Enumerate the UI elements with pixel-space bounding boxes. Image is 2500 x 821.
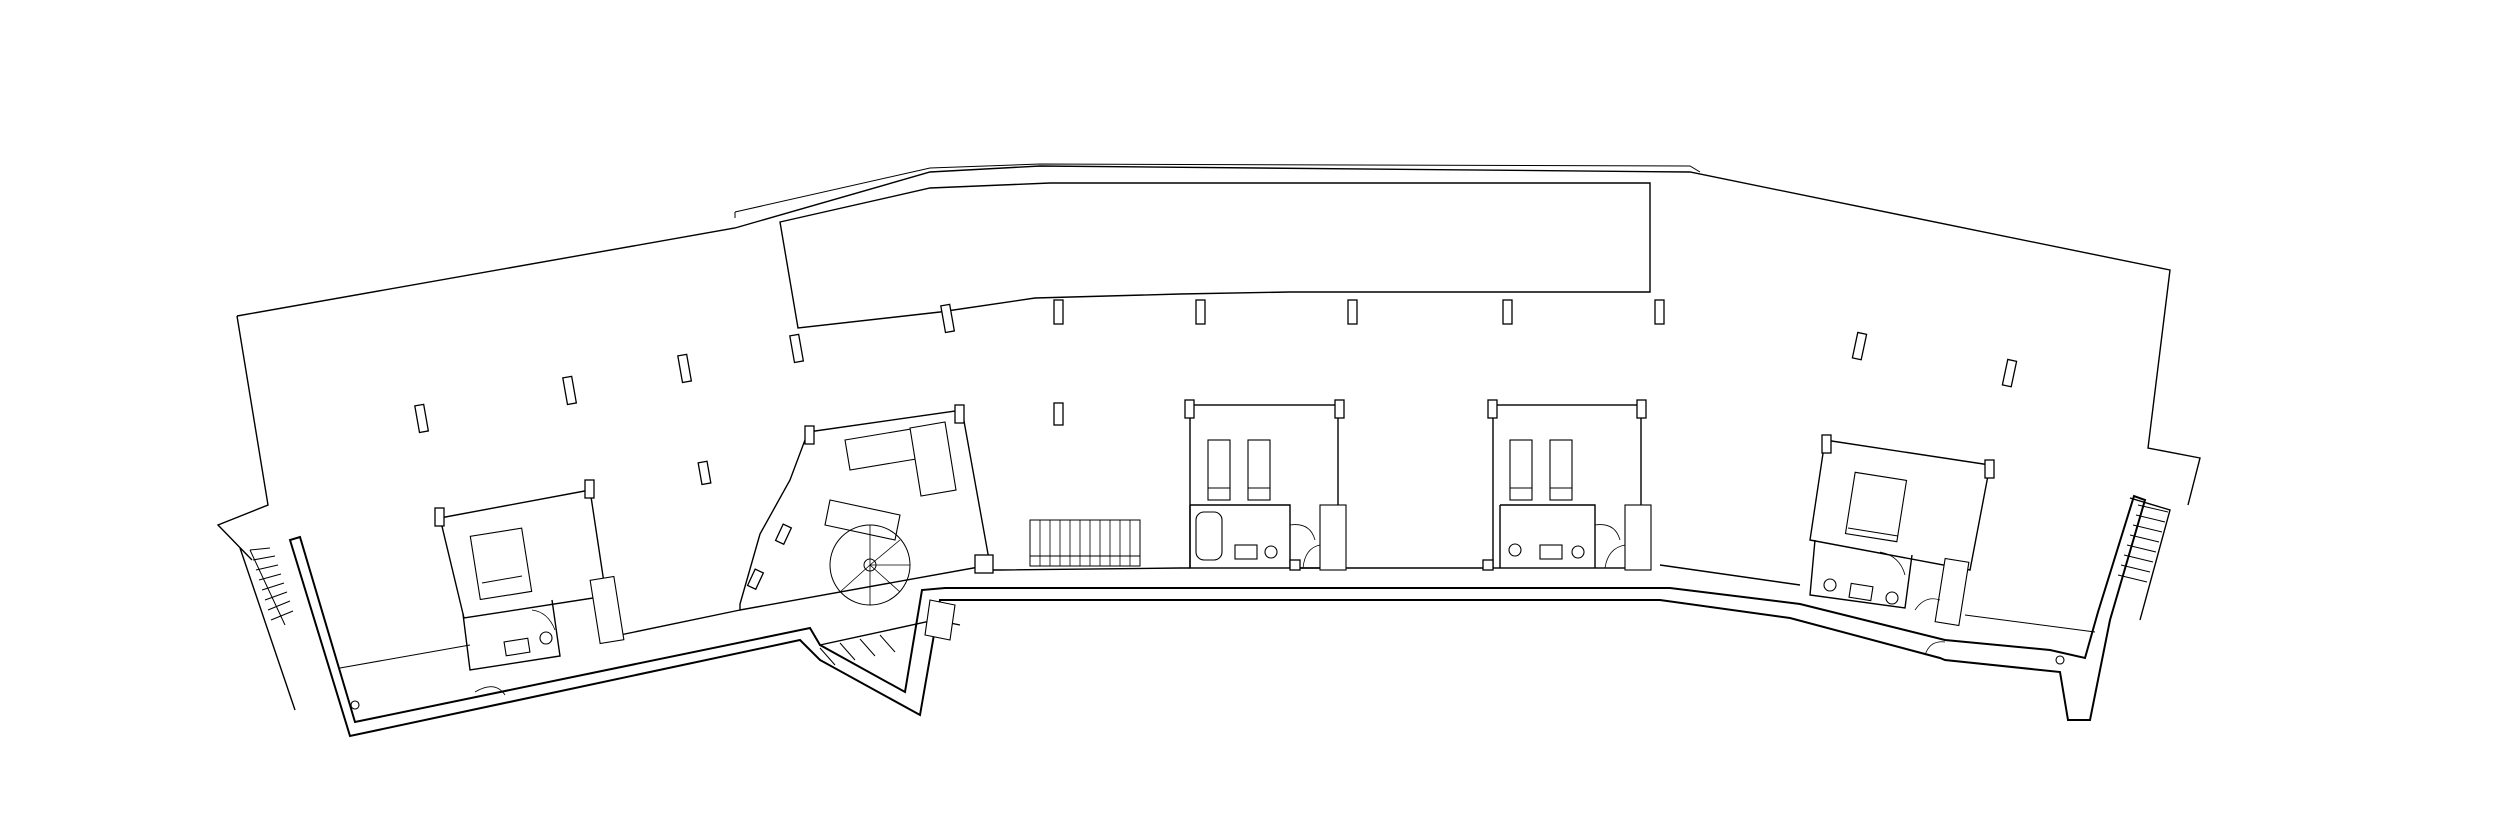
- stair-right: [2117, 497, 2171, 621]
- twin-bedroom-2: [1492, 404, 1652, 571]
- bedroom-right: [1809, 439, 1991, 656]
- front-slab: [779, 182, 1651, 329]
- columns: [414, 299, 2018, 591]
- living-spiral: [739, 409, 991, 666]
- stair-left: [239, 547, 296, 711]
- floor-drains: [350, 655, 2065, 710]
- twin-bedroom-1: [1189, 404, 1347, 571]
- terrace-outline: [216, 163, 2201, 561]
- bedroom-left: [439, 489, 625, 696]
- central-stair: [1029, 519, 1141, 567]
- interior-walls: [339, 564, 2096, 669]
